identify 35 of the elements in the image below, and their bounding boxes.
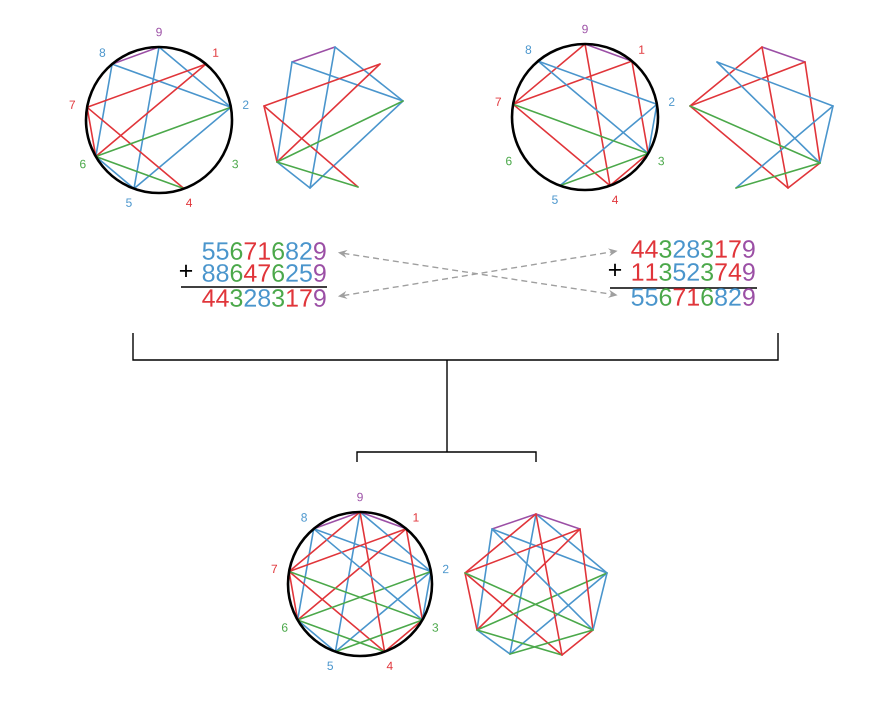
sum-number: 556716829 (202, 242, 326, 260)
vertex-number: 2 (442, 564, 448, 574)
vertex-number: 3 (232, 160, 238, 168)
sum-number: 443283179 (631, 240, 755, 258)
vertex-number: 3 (432, 623, 438, 632)
vertex-number: 4 (612, 196, 618, 204)
vertex-number: 9 (582, 24, 588, 34)
vertex-number: 9 (357, 492, 363, 502)
vertex-number: 6 (282, 623, 288, 632)
vertex-number: 6 (80, 160, 86, 168)
vertex-number: 7 (70, 100, 76, 109)
vertex-number: 4 (186, 198, 192, 207)
vertex-number: 5 (327, 662, 334, 670)
vertex-number: 7 (272, 564, 278, 574)
vertex-number: 8 (100, 48, 106, 57)
sum-number: 556716829 (632, 288, 755, 306)
sum-number: 443283179 (202, 289, 326, 307)
vertex-number: 9 (156, 28, 162, 36)
vertex-number: 5 (552, 196, 558, 204)
vertex-number: 4 (386, 662, 393, 670)
vertex-number: 3 (658, 156, 664, 166)
vertex-number: 1 (413, 513, 419, 522)
vertex-number: 8 (526, 45, 532, 54)
vertex-number: 1 (639, 45, 644, 54)
vertex-number: 1 (213, 48, 218, 57)
plus-sign: + (180, 264, 192, 278)
vertex-number: 2 (668, 98, 674, 106)
vertex-number: 7 (496, 98, 502, 106)
sum-number: 113523749 (632, 263, 755, 281)
vertex-number: 8 (301, 513, 307, 522)
vertex-number: 6 (506, 156, 512, 166)
plus-sign: + (608, 264, 622, 276)
vertex-number: 5 (126, 198, 132, 207)
sum-number: 886476259 (202, 264, 326, 282)
vertex-number: 2 (242, 100, 248, 109)
